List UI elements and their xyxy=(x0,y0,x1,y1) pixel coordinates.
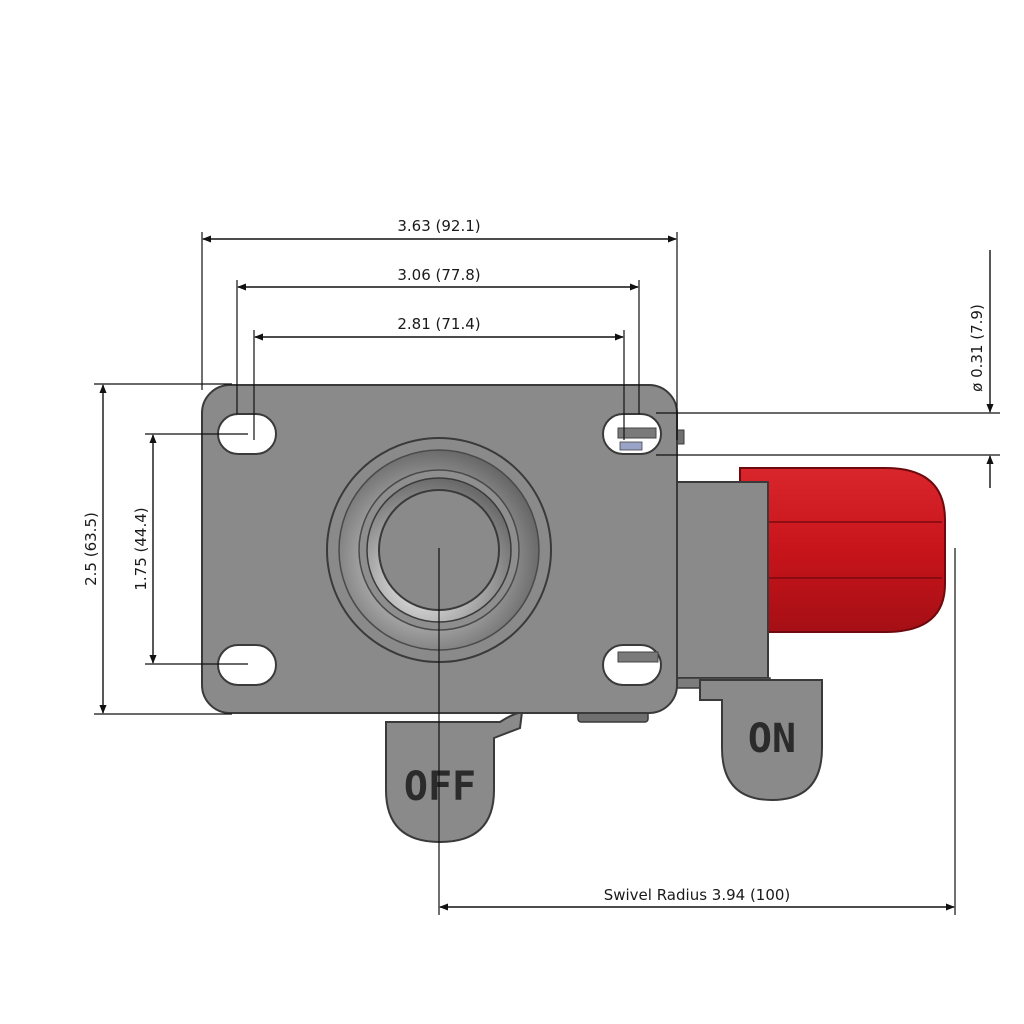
bolt-hole-bottom-left xyxy=(217,644,277,686)
on-label: ON xyxy=(748,716,796,762)
off-label: OFF xyxy=(404,764,476,810)
brake-lever-on: ON xyxy=(699,679,823,802)
hole-spacing-vertical-label: 1.75 (44.4) xyxy=(132,507,150,590)
hole-spacing-outer-label: 3.06 (77.8) xyxy=(397,266,480,284)
hole-spacing-inner-label: 2.81 (71.4) xyxy=(397,315,480,333)
dimension-overall-width: 3.63 (92.1) xyxy=(201,217,678,440)
bolt-hole-top-right xyxy=(602,413,662,455)
bolt-hole-diameter-label: ø 0.31 (7.9) xyxy=(968,304,986,392)
overall-width-label: 3.63 (92.1) xyxy=(397,217,480,235)
brake-lever-off: OFF xyxy=(385,710,524,844)
wheel xyxy=(739,467,946,633)
dimension-plate-height: 2.5 (63.5) xyxy=(82,383,232,715)
bolt-hole-bottom-right xyxy=(602,644,662,686)
dimension-bolt-hole-diameter: ø 0.31 (7.9) xyxy=(656,250,1000,488)
dimension-hole-spacing-vertical: 1.75 (44.4) xyxy=(132,433,248,665)
dimension-hole-spacing-outer: 3.06 (77.8) xyxy=(236,266,640,414)
swivel-radius-label: Swivel Radius 3.94 (100) xyxy=(604,886,791,904)
dimension-hole-spacing-inner: 2.81 (71.4) xyxy=(253,315,625,440)
plate-height-label: 2.5 (63.5) xyxy=(82,512,100,586)
dimension-swivel-radius: Swivel Radius 3.94 (100) xyxy=(438,548,956,915)
